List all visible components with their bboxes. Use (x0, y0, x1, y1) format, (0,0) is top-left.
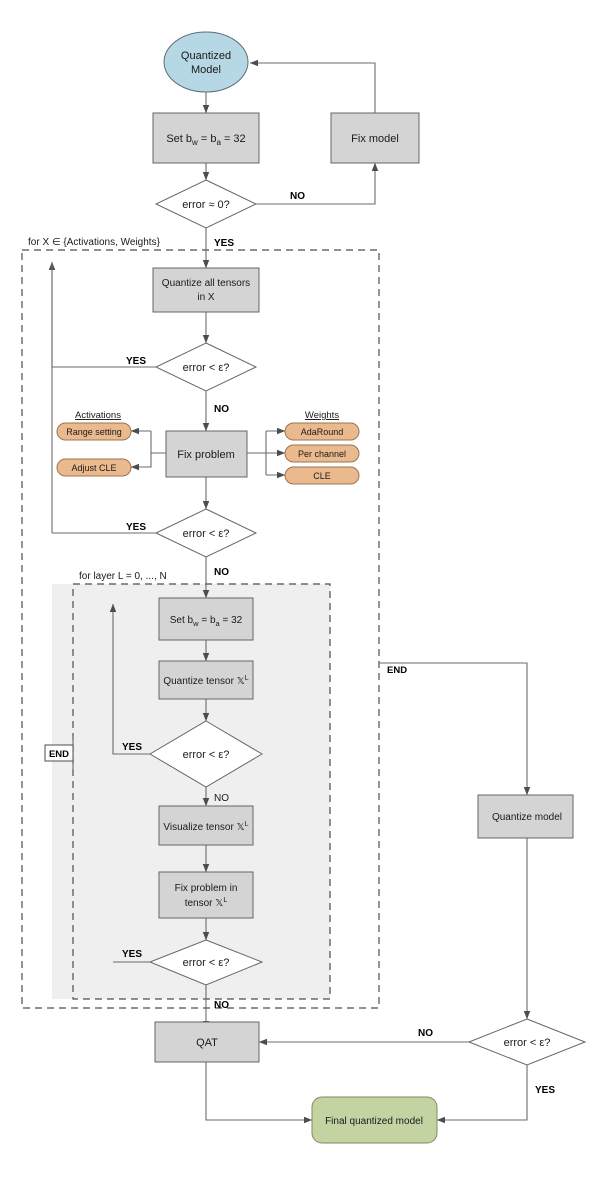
visualize-tensor-sup: L (245, 821, 249, 828)
node-quantize-all-tensors[interactable] (152, 267, 260, 313)
edge-label-no-3: NO (214, 793, 229, 804)
edge-outer-end-to-quantizemodel (379, 662, 531, 796)
end-inner-box (44, 744, 74, 762)
edge-dec5-yes-to-final (436, 1065, 528, 1124)
node-quantized-model[interactable] (163, 31, 249, 93)
set-bits-inner-sub-a: a (216, 619, 221, 628)
edge-label-yes-top: YES (214, 238, 234, 249)
node-decision-error-eps-3[interactable] (149, 720, 263, 788)
node-visualize-tensor-label: Visualize tensor 𝕏L (163, 821, 248, 833)
node-decision-error-eps-4-label: error < ε? (183, 957, 230, 969)
node-fix-problem-in-tensor-line1: Fix problem in (175, 883, 238, 894)
node-set-bits-top[interactable] (152, 112, 260, 164)
set-bits-top-sub-a: a (216, 138, 221, 147)
edge-label-yes-1: YES (126, 356, 146, 367)
edge-qat-to-final (205, 1062, 313, 1124)
edge-label-no-4: NO (214, 1000, 229, 1011)
option-range-setting-label: Range setting (66, 427, 122, 437)
visualize-tensor-text: Visualize tensor (163, 822, 236, 833)
set-bits-top-mid: = b (198, 133, 217, 145)
node-fix-model-label: Fix model (351, 133, 399, 145)
node-quantized-model-line2: Model (191, 64, 221, 76)
option-cle-label: CLE (313, 471, 331, 481)
option-adjust-cle-label: Adjust CLE (71, 463, 116, 473)
node-qat[interactable] (154, 1021, 260, 1063)
set-bits-inner-tail: = 32 (220, 615, 243, 626)
set-bits-top-tail: = 32 (221, 133, 246, 145)
set-bits-top-sub-w: w (191, 138, 198, 147)
node-decision-error-approx-zero[interactable] (154, 179, 258, 229)
set-bits-top-prefix: Set b (166, 133, 192, 145)
option-cle[interactable] (284, 466, 360, 485)
node-fix-problem-in-tensor-line2: tensor 𝕏L (185, 897, 228, 909)
inner-loop-label: for layer L = 0, ..., N (79, 571, 167, 582)
quantize-tensor-symbol: 𝕏 (237, 676, 245, 687)
option-adaround[interactable] (284, 422, 360, 441)
node-decision-error-eps-2[interactable] (154, 508, 258, 558)
set-bits-inner-prefix: Set b (170, 615, 194, 626)
fix-tensor-text: tensor (185, 898, 216, 909)
node-set-bits-inner-label: Set bw = ba = 32 (170, 615, 243, 628)
label-activations-category: Activations (75, 410, 121, 421)
node-fix-model[interactable] (330, 112, 420, 164)
edge-dec1-yes-loopback (48, 261, 156, 368)
edge-fixmodel-to-start (249, 59, 376, 113)
node-quantize-all-tensors-line2: in X (197, 292, 215, 303)
node-decision-error-eps-1[interactable] (154, 342, 258, 392)
option-adaround-label: AdaRound (301, 427, 344, 437)
node-quantize-all-tensors-line1: Quantize all tensors (162, 278, 250, 289)
node-quantized-model-line1: Quantized (181, 50, 231, 62)
edge-label-yes-5: YES (535, 1085, 555, 1096)
node-decision-error-eps-5[interactable] (467, 1018, 587, 1066)
option-adjust-cle[interactable] (56, 458, 132, 477)
node-visualize-tensor[interactable] (158, 805, 254, 846)
node-final-quantized-model[interactable] (311, 1096, 438, 1144)
node-qat-label: QAT (196, 1037, 218, 1049)
edge-label-yes-3: YES (122, 742, 142, 753)
node-quantize-model[interactable] (477, 794, 574, 839)
option-range-setting[interactable] (56, 422, 132, 441)
node-fix-problem[interactable] (165, 430, 248, 478)
node-quantize-tensor[interactable] (158, 660, 254, 700)
edge-label-yes-2: YES (126, 522, 146, 533)
node-quantize-tensor-label: Quantize tensor 𝕏L (163, 675, 248, 687)
set-bits-inner-sub-w: w (192, 619, 199, 628)
label-weights-category: Weights (305, 410, 339, 421)
node-final-quantized-model-label: Final quantized model (325, 1116, 423, 1127)
edge-dec3-yes-inner-loopback (109, 603, 166, 755)
edge-bus-down-adjust-cle (130, 453, 152, 471)
edge-label-yes-4: YES (122, 949, 142, 960)
quantize-tensor-sup: L (245, 675, 249, 682)
quantize-tensor-text: Quantize tensor (163, 676, 236, 687)
node-decision-error-approx-zero-label: error ≈ 0? (182, 199, 230, 211)
fix-tensor-symbol: 𝕏 (215, 898, 223, 909)
edge-err0-no-to-fixmodel (256, 162, 379, 205)
node-decision-error-eps-3-label: error < ε? (183, 749, 230, 761)
edge-label-no-1: NO (214, 404, 229, 415)
node-decision-error-eps-1-label: error < ε? (183, 362, 230, 374)
node-decision-error-eps-4[interactable] (148, 939, 264, 986)
node-fix-problem-in-tensor[interactable] (158, 871, 254, 919)
label-end-outer: END (387, 665, 407, 676)
node-decision-error-eps-2-label: error < ε? (183, 528, 230, 540)
edge-label-no-5: NO (418, 1028, 433, 1039)
outer-loop-label: for X ∈ {Activations, Weights} (28, 237, 161, 248)
node-fix-problem-label: Fix problem (177, 449, 234, 461)
edge-label-no-2: NO (214, 567, 229, 578)
label-end-inner: END (49, 749, 69, 760)
option-per-channel-label: Per channel (298, 449, 346, 459)
inner-loop-dashed-border (72, 583, 331, 1000)
visualize-tensor-symbol: 𝕏 (237, 822, 245, 833)
option-per-channel[interactable] (284, 444, 360, 463)
node-quantize-model-label: Quantize model (492, 812, 562, 823)
edge-label-no-top: NO (290, 191, 305, 202)
node-decision-error-eps-5-label: error < ε? (504, 1037, 551, 1049)
edge-fixproblem-to-activations-bus (150, 431, 166, 454)
inner-loop-shading (52, 584, 330, 999)
set-bits-inner-mid: = b (199, 615, 216, 626)
fix-tensor-sup: L (223, 897, 227, 904)
node-set-bits-top-label: Set bw = ba = 32 (166, 133, 245, 147)
node-set-bits-inner[interactable] (158, 597, 254, 641)
